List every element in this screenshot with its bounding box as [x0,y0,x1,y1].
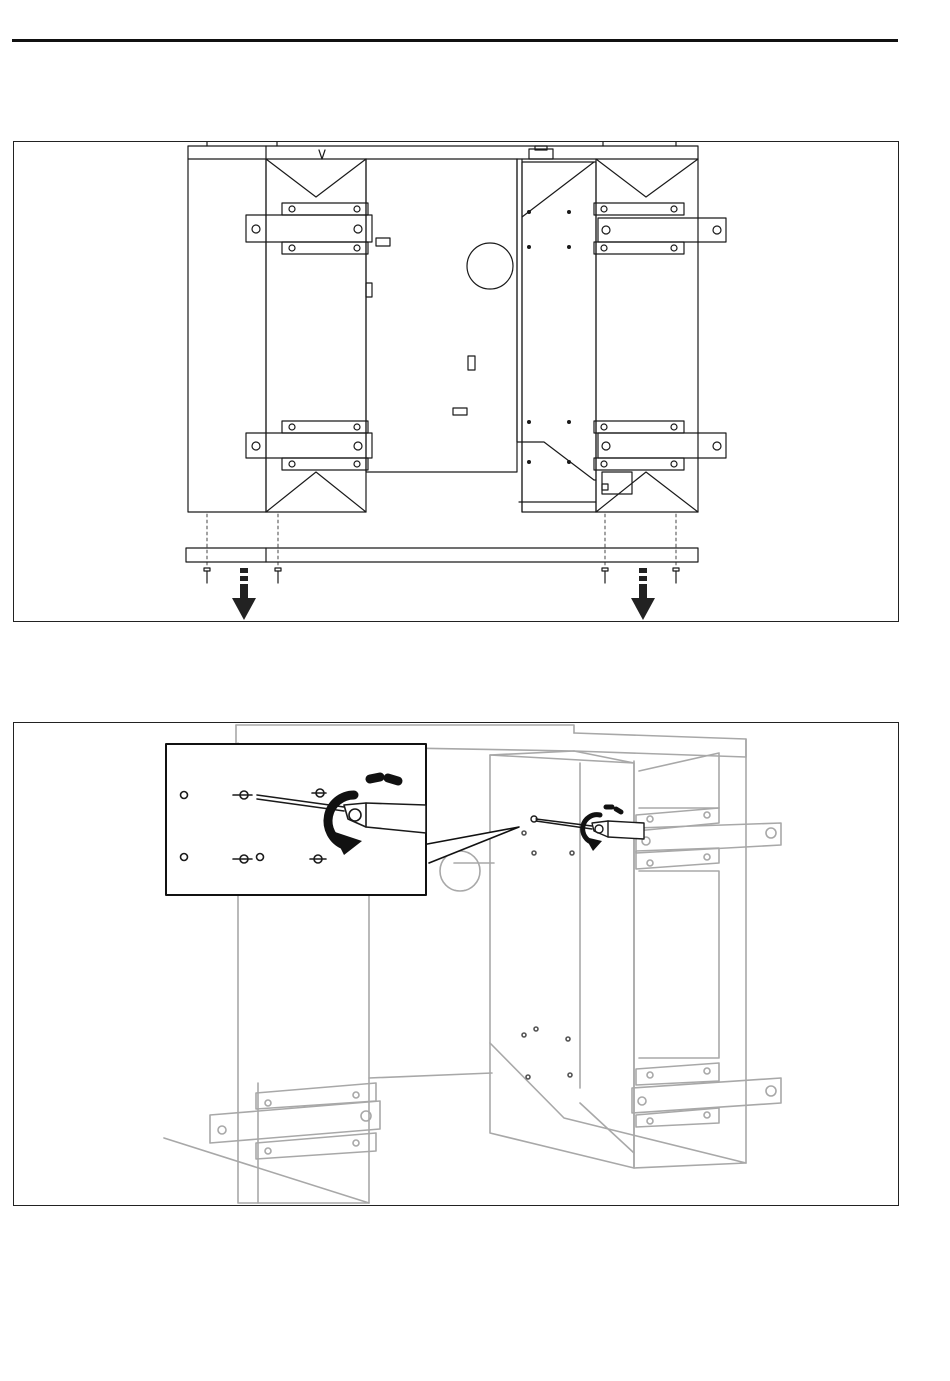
cabinet-frame [188,142,698,512]
bracket-bottom-left [246,421,372,470]
bracket-bottom-right [594,421,726,470]
down-arrow-icon [631,568,655,620]
screw-guide-lines [207,514,676,566]
bracket-top-right [594,203,726,254]
detail-inset [166,744,519,895]
header-rule [12,39,898,42]
base-plate [186,548,698,562]
figure-frame-base [13,141,899,622]
screw-icon [204,568,679,583]
figure-unscrew-brackets [13,722,899,1206]
down-arrow-icon [232,568,256,620]
bracket-top-left [246,203,372,254]
